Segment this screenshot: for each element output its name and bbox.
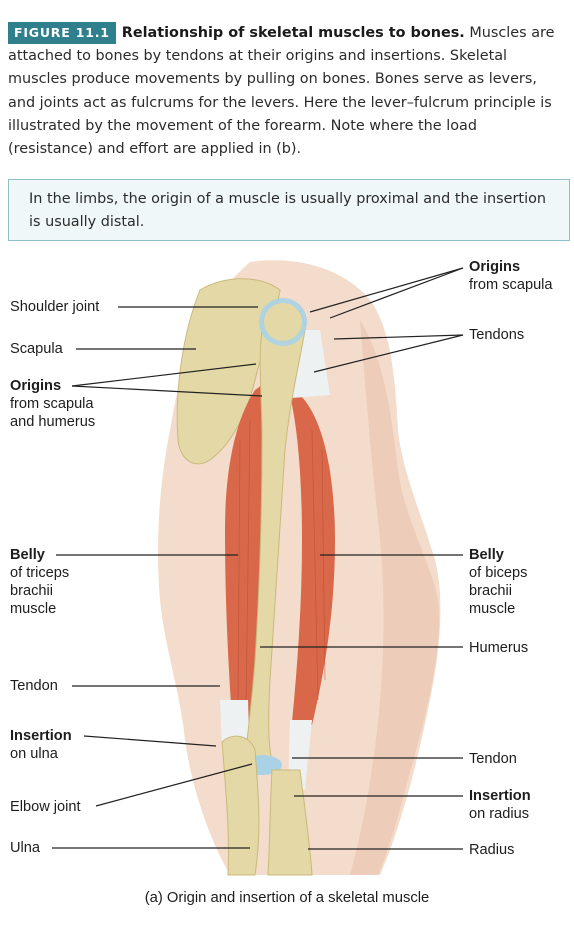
leader-origins-right-a: [309, 267, 464, 313]
label-origins-right-title: Origins: [469, 259, 521, 275]
label-insertion-radius: Insertion on radius: [469, 787, 531, 823]
figure-tag: FIGURE 11.1: [8, 22, 116, 44]
label-origins-right-sub: from scapula: [469, 277, 553, 293]
label-tendon-left: Tendon: [10, 678, 58, 694]
label-belly-biceps-title: Belly: [469, 547, 504, 563]
leader-insertion-ulna: [83, 735, 217, 747]
skin-shadow: [350, 320, 440, 875]
arm-illustration: [52, 260, 464, 876]
label-tendon-right: Tendon: [469, 751, 517, 767]
leader-origins-left-a: [71, 363, 257, 387]
label-origins-left-sub1: from scapula: [10, 396, 94, 412]
label-insertion-ulna: Insertion on ulna: [10, 727, 72, 763]
scapula-bone: [176, 278, 281, 465]
label-insertion-radius-sub: on radius: [469, 806, 530, 822]
biceps-muscle: [290, 395, 335, 725]
label-ulna: Ulna: [10, 840, 41, 856]
label-origins-left: Origins from scapula and humerus: [10, 377, 95, 431]
label-belly-triceps-sub1: of triceps: [10, 565, 70, 581]
label-elbow-joint: Elbow joint: [10, 799, 81, 815]
callout-box: In the limbs, the origin of a muscle is …: [8, 179, 570, 241]
figure-caption: FIGURE 11.1 Relationship of skeletal musc…: [8, 22, 564, 161]
label-belly-triceps-sub2: brachii: [10, 583, 53, 599]
figure-body: Muscles are attached to bones by tendons…: [8, 25, 555, 158]
figure-title: Relationship of skeletal muscles to bone…: [121, 25, 465, 41]
label-shoulder-joint: Shoulder joint: [10, 299, 100, 315]
humeral-head: [264, 303, 302, 341]
label-insertion-ulna-title: Insertion: [10, 728, 72, 744]
label-belly-biceps-sub2: brachii: [469, 583, 512, 599]
label-origins-right: Origins from scapula: [469, 258, 553, 294]
ulna-bone: [221, 735, 260, 876]
label-origins-left-title: Origins: [10, 378, 62, 394]
leader-tendons-right-a: [333, 334, 464, 340]
label-belly-biceps-sub3: muscle: [469, 601, 516, 617]
leader-tendons-right-b: [313, 334, 464, 373]
label-belly-biceps-sub1: of biceps: [469, 565, 528, 581]
panel-caption: (a) Origin and insertion of a skeletal m…: [144, 890, 430, 906]
label-belly-biceps: Belly of biceps brachii muscle: [469, 546, 527, 618]
label-belly-triceps-sub3: muscle: [10, 601, 57, 617]
label-origins-left-sub2: and humerus: [10, 414, 96, 430]
label-insertion-radius-title: Insertion: [469, 788, 531, 804]
label-belly-triceps: Belly of triceps brachii muscle: [10, 546, 69, 618]
label-insertion-ulna-sub: on ulna: [10, 746, 58, 762]
label-humerus: Humerus: [469, 640, 529, 656]
leader-origins-right-b: [329, 267, 464, 319]
callout-text: In the limbs, the origin of a muscle is …: [29, 191, 547, 230]
leader-origins-left-b: [71, 385, 263, 397]
label-scapula: Scapula: [10, 341, 63, 357]
leader-elbow-joint: [95, 763, 253, 807]
label-belly-triceps-title: Belly: [10, 547, 45, 563]
label-radius: Radius: [469, 842, 515, 858]
label-tendons-right: Tendons: [469, 327, 525, 343]
